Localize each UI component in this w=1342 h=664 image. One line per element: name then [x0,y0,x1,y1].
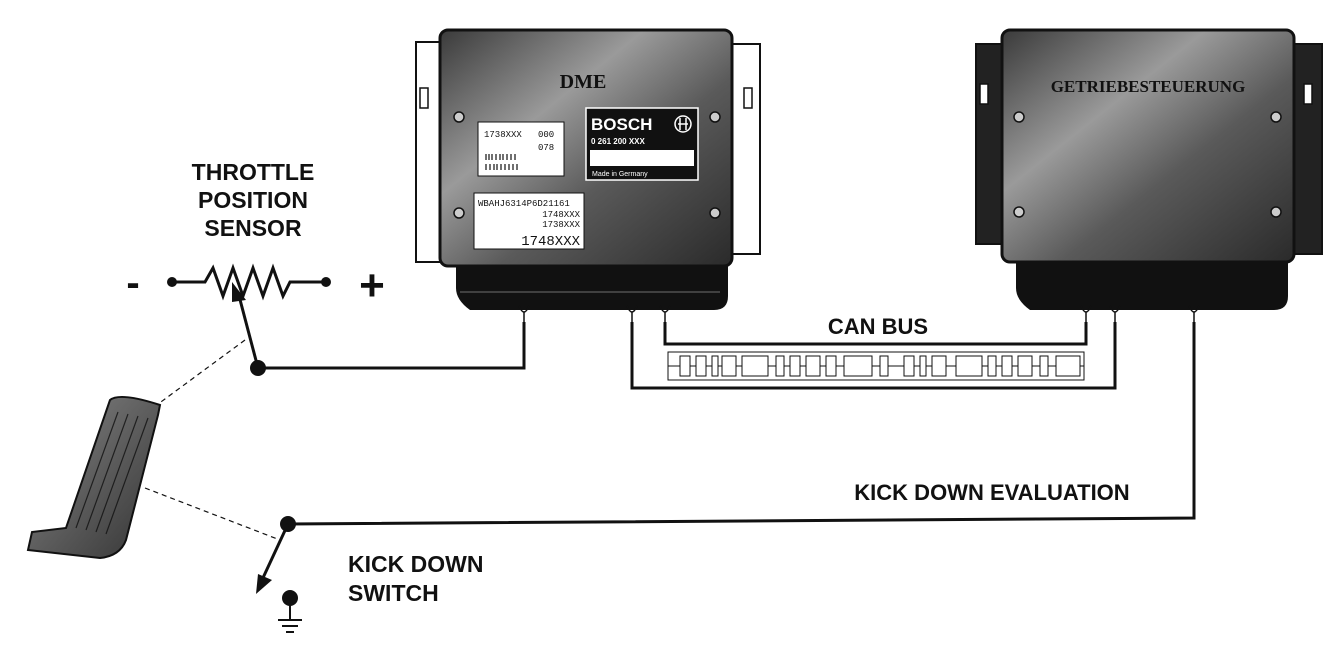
connector-pins [518,305,1200,322]
sticker1-code: 1738XXX [484,130,522,140]
can-bus-wire-low [630,322,1117,390]
dme-title: DME [560,71,607,93]
screw-icon [709,111,721,123]
kick-down-label-line2: SWITCH [348,580,439,606]
wiper-pivot-dot [250,360,266,376]
throttle-label-line3: SENSOR [204,215,302,241]
can-bus-wire-high [663,322,1088,346]
throttle-label-line2: POSITION [198,187,308,213]
screw-icon [1270,206,1282,218]
kick-down-evaluation-label: KICK DOWN EVALUATION [854,480,1129,505]
can-bus-label: CAN BUS [828,314,928,339]
throttle-signal-wire [258,322,526,370]
throttle-label-line1: THROTTLE [192,159,315,185]
getriebesteuerung-unit: GETRIEBESTEUERUNG [975,28,1323,310]
dme-sticker-1 [477,121,565,177]
dme-right-bracket [729,43,761,255]
dme-sticker-2 [473,192,585,250]
bosch-part-number: 0 261 200 XXX [591,137,645,146]
tcu-title: GETRIEBESTEUERUNG [1051,77,1246,96]
bosch-logo-icon [674,115,692,133]
sticker2-line2: 1748XXX [542,210,580,220]
throttle-position-sensor: THROTTLE POSITION SENSOR - + [126,159,385,376]
wiper-arrow-line [236,291,260,369]
screw-icon [1013,111,1025,123]
bosch-made-in: Made in Germany [592,171,648,178]
minus-sign: - [126,261,139,305]
screw-icon [1270,111,1282,123]
barcode-icon [485,154,518,170]
sticker2-line3: 1738XXX [542,220,580,230]
tcu-right-bracket [1291,43,1323,255]
screw-icon [453,207,465,219]
kick-down-switch: KICK DOWN SWITCH [256,516,483,633]
bosch-brand: BOSCH [591,115,652,134]
tcu-housing [1000,28,1296,264]
dme-control-unit: DME BOSCH 0 261 200 XXX Made in Germany … [415,28,761,310]
wiper-arrow-icon [232,282,246,302]
accelerator-pedal [26,339,281,560]
dme-connector [456,266,728,310]
sticker2-vin: WBAHJ6314P6D21161 [478,199,570,209]
kick-down-wire [287,322,1196,526]
ground-icon [278,619,302,633]
switch-arrow-icon [256,574,272,594]
sticker1-n2: 078 [538,143,554,153]
sticker1-n1: 000 [538,130,554,140]
tcu-connector [1016,262,1288,310]
screw-icon [1013,206,1025,218]
can-bus-signal-pattern [667,351,1085,381]
screw-icon [453,111,465,123]
kick-down-label-line1: KICK DOWN [348,551,483,577]
sticker2-line4: 1748XXX [521,234,580,250]
screw-icon [709,207,721,219]
resistor-icon [172,263,326,301]
plus-sign: + [359,261,385,310]
